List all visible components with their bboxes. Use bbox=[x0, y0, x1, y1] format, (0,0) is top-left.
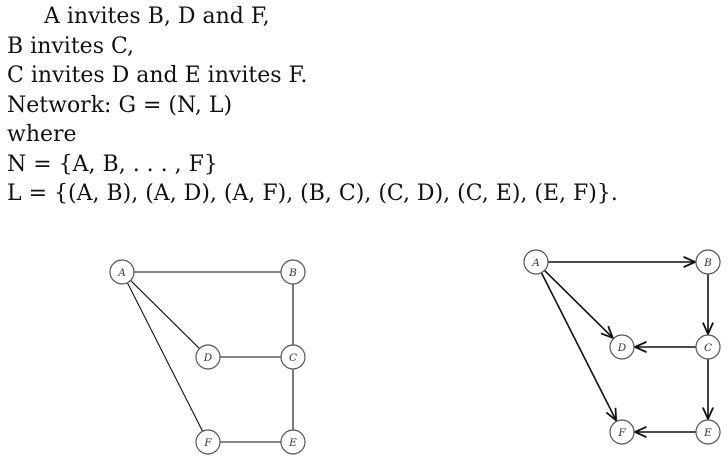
node-A bbox=[109, 259, 135, 285]
node-label-E: E bbox=[288, 437, 297, 449]
node-label-F: F bbox=[617, 427, 626, 439]
node-E bbox=[695, 419, 721, 445]
node-label-B: B bbox=[288, 267, 297, 279]
node-label-F: F bbox=[203, 437, 212, 449]
network-definition-text: A invites B, D and F, B invites C, C inv… bbox=[7, 2, 717, 209]
invites-line-b: B invites C, bbox=[7, 33, 135, 59]
node-F bbox=[609, 419, 635, 445]
node-label-A: A bbox=[117, 267, 126, 279]
node-label-A: A bbox=[531, 257, 540, 269]
node-F bbox=[195, 429, 221, 455]
node-D bbox=[195, 344, 221, 370]
invites-line-a: A invites B, D and F, bbox=[44, 4, 270, 29]
node-C bbox=[695, 334, 721, 360]
link-set-definition: L = {(A, B), (A, D), (A, F), (B, C), (C,… bbox=[7, 181, 618, 206]
node-label-D: D bbox=[617, 342, 627, 354]
undirected-graph: A B C D E F bbox=[109, 259, 306, 455]
node-A bbox=[523, 249, 549, 275]
node-label-B: B bbox=[703, 257, 712, 269]
node-B bbox=[695, 249, 721, 275]
node-C bbox=[280, 344, 306, 370]
node-set-definition: N = {A, B, . . . , F} bbox=[7, 151, 218, 177]
node-D bbox=[609, 334, 635, 360]
edge-A-D bbox=[130, 280, 200, 349]
network-definition: Network: G = (N, L) bbox=[7, 92, 233, 118]
invites-line-c: C invites D and E invites F. bbox=[7, 63, 308, 88]
where-line: where bbox=[7, 122, 77, 147]
node-E bbox=[280, 429, 306, 455]
node-label-C: C bbox=[704, 342, 712, 354]
node-B bbox=[280, 259, 306, 285]
node-label-D: D bbox=[203, 352, 213, 364]
directed-graph: A B C D E F bbox=[523, 249, 721, 445]
node-label-E: E bbox=[703, 427, 712, 439]
node-label-C: C bbox=[289, 352, 297, 364]
edge-A-F bbox=[126, 282, 204, 432]
arrow-A-F bbox=[540, 272, 616, 421]
arrow-A-D bbox=[543, 269, 613, 337]
